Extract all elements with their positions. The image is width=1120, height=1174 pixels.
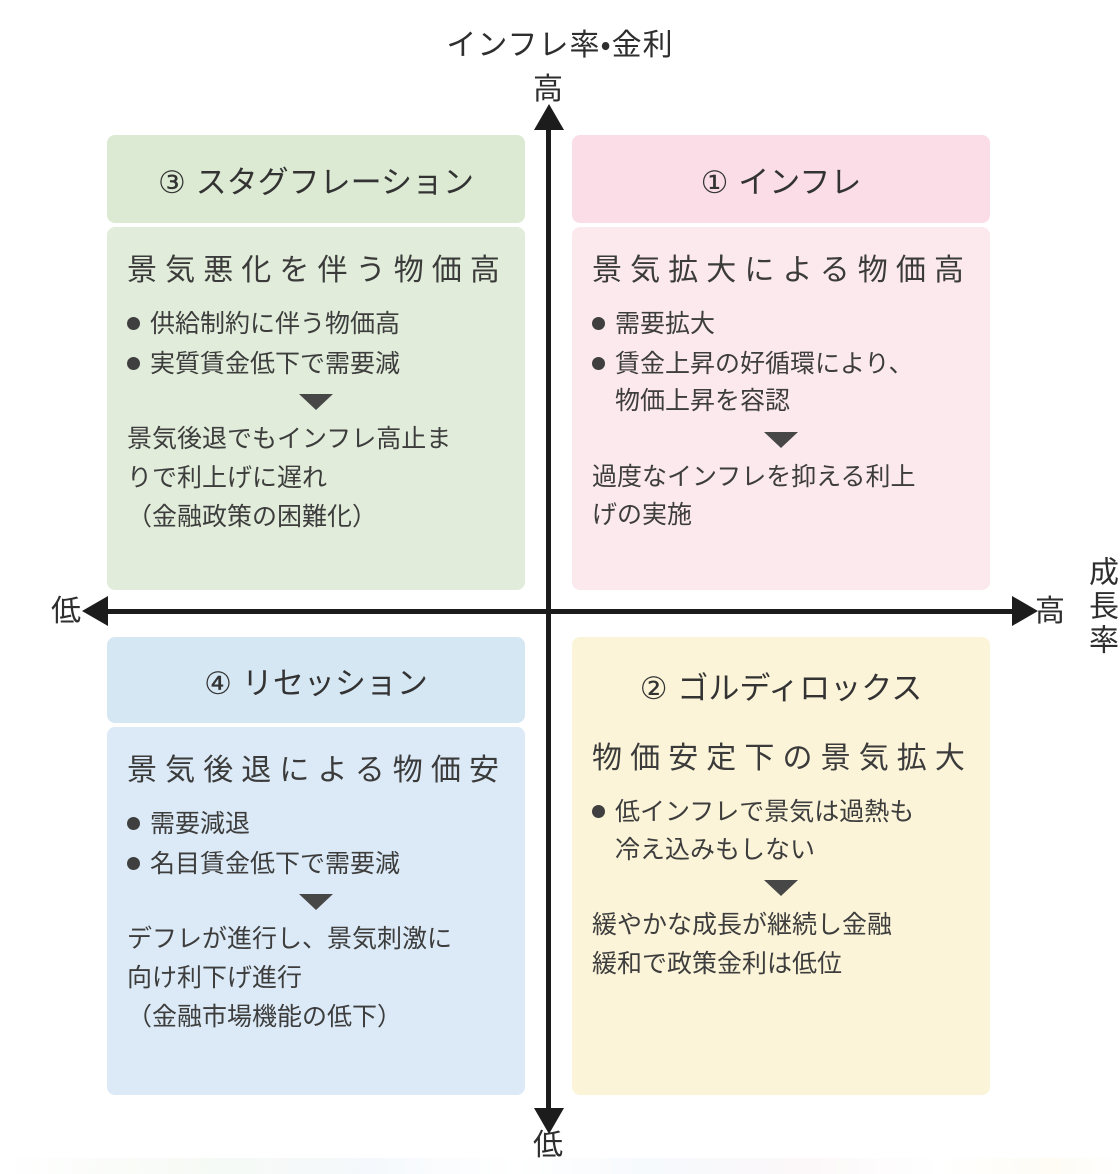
goldilocks-box: ② ゴルディロックス 物価安定下の景気拡大 低インフレで景気は過熱も 冷え込みも… bbox=[572, 637, 990, 1095]
bullet-dot-icon bbox=[127, 817, 140, 830]
stagflation-bullet-list: 供給制約に伴う物価高 実質賃金低下で需要減 bbox=[127, 305, 505, 382]
bullet-item: 賃金上昇の好循環により、 物価上昇を容認 bbox=[592, 345, 970, 420]
bullet-item: 需要拡大 bbox=[592, 305, 970, 343]
bullet-dot-icon bbox=[592, 805, 605, 818]
stagflation-result: 景気後退でもインフレ高止ま りで利上げに遅れ （金融政策の困難化） bbox=[127, 424, 452, 531]
arrow-down-icon bbox=[534, 1108, 564, 1134]
vertical-axis-title: インフレ率・金利 bbox=[446, 28, 674, 63]
bullet-dot-icon bbox=[592, 356, 605, 370]
bullet-dot-icon bbox=[592, 317, 605, 330]
recession-title: ④ リセッション bbox=[204, 665, 428, 702]
horizontal-axis-low-label: 低 bbox=[51, 594, 81, 629]
down-triangle-icon bbox=[299, 394, 333, 410]
cropped-next-figure-strip bbox=[0, 1158, 1120, 1174]
inflation-result: 過度なインフレを抑える利上 げの実施 bbox=[592, 461, 916, 530]
down-triangle-icon bbox=[764, 431, 798, 448]
bullet-dot-icon bbox=[127, 856, 140, 870]
bullet-dot-icon bbox=[127, 356, 140, 370]
stagflation-title: ③ スタグフレーション bbox=[157, 164, 475, 201]
inflation-bullet-list: 需要拡大 賃金上昇の好循環により、 物価上昇を容認 bbox=[592, 305, 970, 420]
arrow-right-icon bbox=[1012, 596, 1038, 626]
arrow-left-icon bbox=[82, 596, 108, 626]
bullet-item: 名目賃金低下で需要減 bbox=[127, 845, 505, 883]
stagflation-subtitle: 景気悪化を伴う物価高 bbox=[127, 253, 508, 288]
arrow-up-icon bbox=[534, 104, 564, 130]
down-triangle-icon bbox=[764, 880, 798, 896]
bullet-item: 低インフレで景気は過熱も 冷え込みもしない bbox=[592, 793, 970, 868]
bullet-item: 供給制約に伴う物価高 bbox=[127, 305, 505, 343]
bullet-dot-icon bbox=[127, 317, 140, 330]
inflation-title: ① インフレ bbox=[700, 164, 862, 201]
recession-subtitle: 景気後退による物価安 bbox=[127, 753, 508, 788]
inflation-header: ① インフレ bbox=[572, 135, 990, 223]
vertical-axis-line bbox=[546, 122, 551, 1118]
vertical-axis-low-label: 低 bbox=[533, 1128, 563, 1163]
horizontal-axis-title: 成長率 bbox=[1083, 556, 1118, 658]
stagflation-header: ③ スタグフレーション bbox=[107, 135, 525, 223]
goldilocks-result: 緩やかな成長が継続し金融 緩和で政策金利は低位 bbox=[592, 910, 893, 978]
recession-body: 景気後退による物価安 需要減退 名目賃金低下で需要減 デフレが進行し、景気刺激に… bbox=[107, 727, 525, 1095]
bullet-item: 需要減退 bbox=[127, 805, 505, 843]
recession-header: ④ リセッション bbox=[107, 637, 525, 723]
goldilocks-bullet-list: 低インフレで景気は過熱も 冷え込みもしない bbox=[592, 793, 970, 868]
bullet-item: 実質賃金低下で需要減 bbox=[127, 345, 505, 383]
vertical-axis-high-label: 高 bbox=[533, 72, 563, 107]
down-triangle-icon bbox=[299, 894, 333, 910]
recession-result: デフレが進行し、景気刺激に 向け利下げ進行 （金融市場機能の低下） bbox=[127, 924, 453, 1031]
stagflation-body: 景気悪化を伴う物価高 供給制約に伴う物価高 実質賃金低下で需要減 景気後退でもイ… bbox=[107, 227, 525, 590]
inflation-subtitle: 景気拡大による物価高 bbox=[592, 253, 973, 288]
horizontal-axis-high-label: 高 bbox=[1035, 594, 1065, 629]
horizontal-axis-line bbox=[104, 609, 1020, 614]
goldilocks-subtitle: 物価安定下の景気拡大 bbox=[592, 741, 973, 776]
recession-bullet-list: 需要減退 名目賃金低下で需要減 bbox=[127, 805, 505, 882]
inflation-body: 景気拡大による物価高 需要拡大 賃金上昇の好循環により、 物価上昇を容認 過度な… bbox=[572, 227, 990, 590]
goldilocks-title: ② ゴルディロックス bbox=[639, 670, 923, 707]
